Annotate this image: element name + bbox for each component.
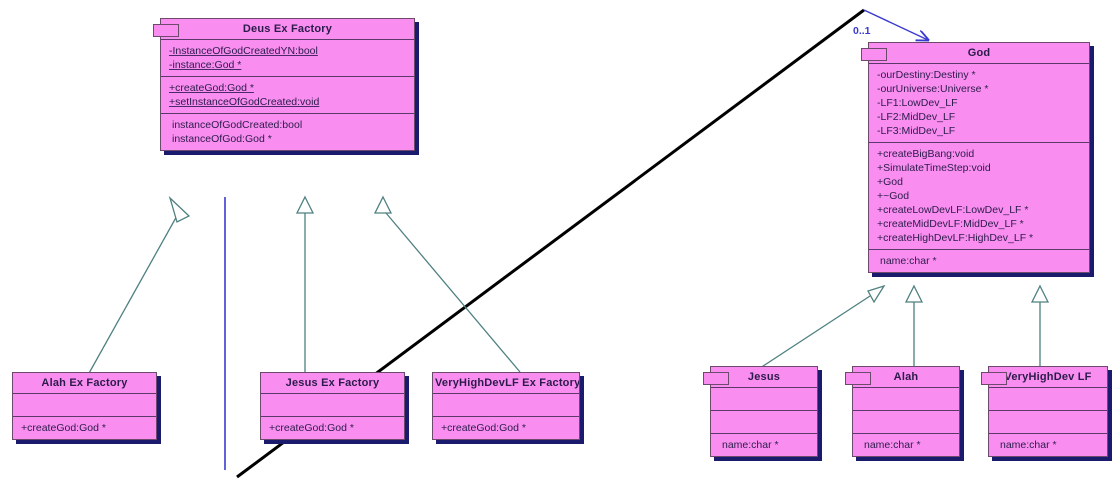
class-attributes-section [261,394,404,416]
class-title: God [967,47,991,59]
class-operation: +createHighDevLF:HighDev_LF * [877,232,1034,244]
class-extras-section: instanceOfGodCreated:bool instanceOfGod:… [161,114,414,150]
class-divider [869,142,1089,143]
class-extra: name:char * [880,255,937,267]
class-divider [853,410,959,411]
class-attributes-section [13,394,156,416]
class-attributes-section: -ourDestiny:Destiny * -ourUniverse:Unive… [869,64,1089,142]
class-title: Alah Ex Factory [41,377,128,389]
class-divider [13,416,156,417]
class-attributes-section [711,388,817,410]
class-extra: name:char * [722,439,779,451]
class-box-veryhighdev-lf[interactable]: VeryHighDev LF name:char * [981,366,1108,457]
class-operation: +createGod:God * [169,82,254,94]
inheritance-edge-jesus [756,295,871,371]
class-tab-icon [153,24,179,37]
class-operation: +createGod:God * [269,422,354,434]
class-extra: instanceOfGod:God * [172,133,272,145]
class-title: Alah [893,371,919,383]
class-attributes-section [853,388,959,410]
class-extras-section: name:char * [989,434,1107,456]
class-box-alah[interactable]: Alah name:char * [845,366,960,457]
inheritance-triangle-jesus [867,284,886,304]
class-divider [869,63,1089,64]
class-divider [869,249,1089,250]
inheritance-triangle-alah [904,284,924,303]
class-divider [989,387,1107,388]
class-operation: +createGod:God * [441,422,526,434]
class-box-jesus-ex-factory[interactable]: Jesus Ex Factory +createGod:God * [260,372,405,440]
class-extra: name:char * [864,439,921,451]
class-extra: name:char * [1000,439,1057,451]
class-box-alah-ex-factory[interactable]: Alah Ex Factory +createGod:God * [12,372,157,440]
inheritance-triangle-veryhighdevlfexfactory [373,195,393,214]
class-tab-icon [845,372,871,385]
class-title: VeryHighDevLF Ex Factory [435,377,579,389]
class-attributes-section [989,388,1107,410]
class-operation: +~God [877,190,910,202]
class-operations-section [711,411,817,433]
class-operation: +SimulateTimeStep:void [877,162,991,174]
class-attribute: -ourUniverse:Universe * [877,83,989,95]
inheritance-edge-veryhighdevlfexfactory [385,212,521,373]
inheritance-edge-alahexfactory [87,213,179,376]
class-box-veryhighdevlf-ex-factory[interactable]: VeryHighDevLF Ex Factory +createGod:God … [432,372,580,440]
class-operations-section [853,411,959,433]
inheritance-triangle-veryhighdevlf [1030,284,1050,303]
class-divider [853,387,959,388]
class-attribute: -LF1:LowDev_LF [877,97,958,109]
class-divider [989,410,1107,411]
class-tab-icon [981,372,1007,385]
class-extra: instanceOfGodCreated:bool [172,119,303,131]
class-attribute: -instance:God * [169,59,242,71]
class-box-jesus[interactable]: Jesus name:char * [703,366,818,457]
class-attributes-section: -InstanceOfGodCreatedYN:bool -instance:G… [161,40,414,76]
association-edge-deus-to-god [863,9,928,40]
class-tab-icon [703,372,729,385]
class-title: Jesus Ex Factory [285,377,380,389]
class-box-deus-ex-factory[interactable]: Deus Ex Factory -InstanceOfGodCreatedYN:… [153,18,415,151]
class-operations-section: +createGod:God * +setInstanceOfGodCreate… [161,77,414,113]
class-extras-section: name:char * [853,434,959,456]
class-operations-section: +createGod:God * [261,417,404,439]
class-operations-section [989,411,1107,433]
class-box-god[interactable]: God -ourDestiny:Destiny * -ourUniverse:U… [861,42,1090,273]
class-operation: +createGod:God * [21,422,106,434]
class-extras-section: name:char * [711,434,817,456]
inheritance-triangle-jesusexfactory [295,195,315,214]
inheritance-triangle-alahexfactory [168,195,191,223]
class-operations-section: +createBigBang:void +SimulateTimeStep:vo… [869,143,1089,249]
class-attribute: -LF3:MidDev_LF [877,125,956,137]
class-operation: +God [877,176,903,188]
multiplicity-label-0..1: 0..1 [853,25,871,37]
class-operation: +createMidDevLF:MidDev_LF * [877,218,1024,230]
class-attribute: -LF2:MidDev_LF [877,111,956,123]
class-attribute: -ourDestiny:Destiny * [877,69,976,81]
class-extras-section: name:char * [869,250,1089,272]
class-operation: +createBigBang:void [877,148,975,160]
class-operations-section: +createGod:God * [13,417,156,439]
class-title: VeryHighDev LF [1004,371,1092,383]
class-tab-icon [861,48,887,61]
class-attributes-section [433,394,579,416]
class-divider [989,433,1107,434]
class-divider [853,433,959,434]
class-title: Deus Ex Factory [242,23,333,35]
class-attribute: -InstanceOfGodCreatedYN:bool [169,45,318,57]
class-operations-section: +createGod:God * [433,417,579,439]
class-operation: +setInstanceOfGodCreated:void [169,96,320,108]
class-operation: +createLowDevLF:LowDev_LF * [877,204,1029,216]
class-divider [13,393,156,394]
